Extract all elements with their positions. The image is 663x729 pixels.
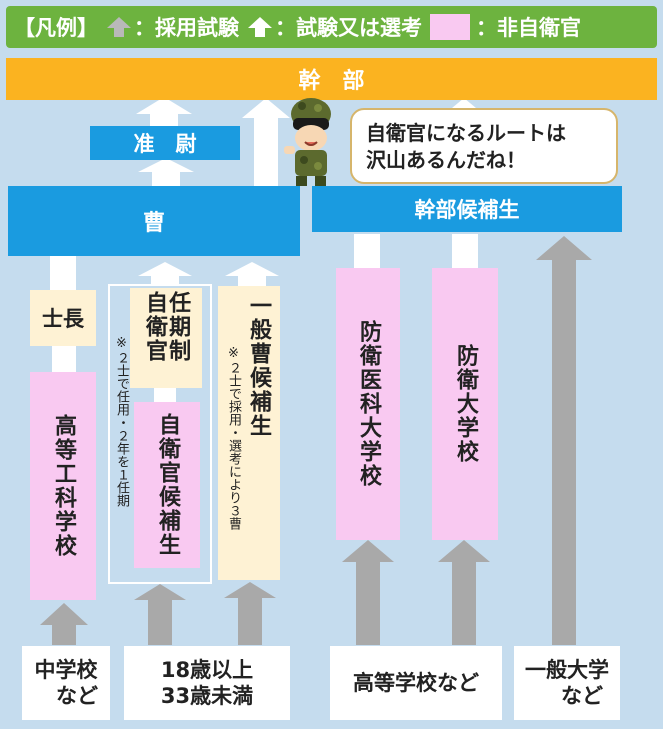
- node-ippan-so-kohosei: 一般曹候補生 ※２士で採用・選考により３曹: [218, 286, 280, 580]
- node-junii-label: 准 尉: [133, 132, 197, 156]
- node-koto-koka-label: 高等工科学校: [51, 414, 76, 558]
- ippan-note: ※２士で採用・選考により３曹: [226, 346, 241, 530]
- node-boei-dai-label: 防衛大学校: [453, 344, 478, 464]
- bubble-line-1: 自衛官になるルートは: [366, 121, 566, 145]
- node-jieikan-kohosei: 自衛官候補生: [134, 402, 200, 568]
- arrow-ippan-to-so: [225, 262, 279, 286]
- entry-age: 18歳以上 33歳未満: [124, 646, 290, 720]
- node-boei-ika-label: 防衛医科大学校: [356, 320, 381, 488]
- legend-gray-label: ：採用試験: [134, 16, 239, 40]
- node-jieikan-kohosei-label: 自衛官候補生: [155, 413, 180, 557]
- node-so-label: 曹: [142, 211, 165, 236]
- entry-chugakko-line-1: 中学校: [34, 657, 98, 682]
- node-ninkisei-label: 任期制自衛官: [142, 291, 191, 363]
- node-ippan-so-kohosei-label: 一般曹候補生: [246, 294, 271, 438]
- legend-white-label: ：試験又は選考: [275, 16, 422, 40]
- arrow-daigaku-to-kohosei: [536, 236, 592, 645]
- arrow-so-to-kanbu: [242, 98, 290, 186]
- bubble-line-2: 沢山あるんだね！: [366, 148, 526, 172]
- entry-chugakko-line-2: など: [56, 684, 98, 708]
- node-kanbu-label: 幹 部: [298, 69, 365, 94]
- node-kanbu: 幹 部: [6, 58, 657, 100]
- entry-ippan-daigaku: 一般大学 など: [514, 646, 620, 720]
- pink-swatch: [430, 14, 470, 40]
- node-so: 曹: [8, 186, 300, 256]
- arrow-chugakko-up: [40, 603, 88, 645]
- ninki-group-frame: [108, 284, 212, 584]
- arrow-so-to-junii: [138, 158, 194, 186]
- arrow-age-to-ippan: [224, 582, 276, 645]
- entry-kotogakko-label: 高等学校など: [353, 670, 479, 695]
- arrow-age-to-kohosei: [134, 584, 186, 645]
- entry-age-line-2: 33歳未満: [160, 684, 254, 708]
- entry-kotogakko: 高等学校など: [330, 646, 502, 720]
- arrow-bodai-to-kohosei: [452, 234, 478, 268]
- arrow-koka-to-shicho: [52, 345, 76, 372]
- node-shicho: 士長: [30, 290, 96, 346]
- white-arrow-icon: [248, 17, 272, 37]
- legend-bar: 【凡例】 ：採用試験 ：試験又は選考 ：非自衛官: [6, 6, 657, 48]
- node-kanbu-kohosei: 幹部候補生: [312, 186, 622, 232]
- node-kanbu-kohosei-label: 幹部候補生: [414, 198, 520, 222]
- entry-chugakko: 中学校 など: [22, 646, 110, 720]
- entry-age-line-1: 18歳以上: [160, 657, 254, 682]
- arrow-ika-to-kohosei: [354, 234, 380, 268]
- entry-ippan-daigaku-line-1: 一般大学: [525, 657, 609, 682]
- legend-prefix: 【凡例】: [14, 16, 98, 40]
- node-koto-koka: 高等工科学校: [30, 372, 96, 600]
- node-junii: 准 尉: [90, 126, 240, 160]
- node-ninkisei: 任期制自衛官: [130, 288, 202, 388]
- arrow-ninki-to-so: [138, 262, 192, 286]
- soldier-character-icon: [284, 98, 331, 186]
- entry-ippan-daigaku-line-2: など: [561, 684, 603, 708]
- arrow-koko-to-ika: [342, 540, 394, 645]
- gray-arrow-icon: [107, 17, 131, 37]
- arrow-koko-to-bodai: [438, 540, 490, 645]
- arrow-junii-to-kanbu: [136, 97, 192, 128]
- arrow-shicho-to-so: [50, 256, 76, 290]
- speech-bubble: 自衛官になるルートは 沢山あるんだね！: [350, 108, 618, 184]
- node-boei-ika: 防衛医科大学校: [336, 268, 400, 540]
- legend-pink-label: ：非自衛官: [476, 16, 581, 40]
- ninki-note: ※２士で任用・２年を１任期: [114, 336, 129, 507]
- arrow-kohosei-to-ninki: [154, 388, 176, 402]
- node-boei-dai: 防衛大学校: [432, 268, 498, 540]
- node-shicho-label: 士長: [42, 307, 84, 331]
